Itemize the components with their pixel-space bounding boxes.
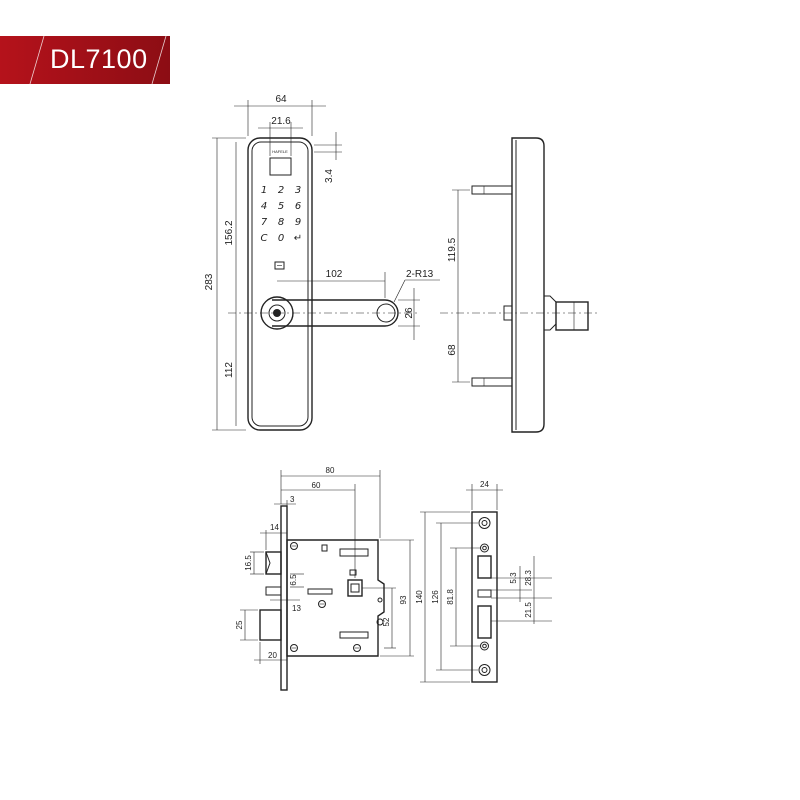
dim-faceplate-a: 5.3 [509,572,518,584]
dim-backset: 60 [312,481,321,490]
dim-lever-length: 102 [326,269,343,280]
dim-side-lower: 68 [447,344,458,356]
dim-small-gap: 6.5 [289,574,298,586]
keypad-key: 6 [295,201,301,212]
dim-mortise-depth: 80 [326,466,335,475]
display-window [269,157,292,176]
mortise-case [286,539,385,657]
keypad-key: 1 [261,185,267,196]
dim-slot-height: 81.8 [446,589,455,605]
key-cover [274,261,285,270]
dim-upper-height: 156.2 [224,220,235,245]
side-body [511,137,545,433]
keypad-key: 9 [295,217,301,228]
brand-label: HAFELE [272,149,288,154]
handle-body-inner [251,141,309,427]
lever-handle [272,299,399,327]
keypad-key: 4 [261,201,267,212]
dim-latch-height: 16.5 [244,555,253,571]
faceplate-outline [471,511,498,683]
dim-bolt-width: 14 [270,523,279,532]
dim-lever-width: 26 [404,307,415,319]
deadbolt-slot [477,605,492,639]
keypad-key: 5 [278,201,284,212]
dim-faceplate-b: 28.3 [524,570,533,586]
mortise-body-view: 80 60 3 14 16.5 6.5 13 25 20 [235,466,414,691]
keypad-key: ↵ [294,233,302,244]
title-banner [0,36,170,84]
handle-front-view: HAFELE 1 2 3 4 5 6 7 8 9 C 0 ↵ [204,94,440,431]
dim-gap-13: 13 [292,604,301,613]
dim-offset: 3 [290,495,295,504]
dim-faceplate-height: 140 [415,590,424,604]
keypad: 1 2 3 4 5 6 7 8 9 C 0 ↵ [261,185,303,244]
dim-faceplate-width: 24 [480,480,489,489]
dim-body-height: 93 [399,595,408,604]
handle-body-outline [247,137,313,431]
dim-spindle-to-cylinder: 52 [382,617,391,626]
side-lever-stub [555,301,589,331]
spindle-hub [347,579,363,597]
keypad-key: 7 [261,217,268,228]
dim-lever-radius: 2-R13 [406,269,434,280]
dim-faceplate-c: 21.5 [524,602,533,618]
dim-total-height: 283 [204,273,215,290]
dim-display-width: 21.6 [271,116,291,127]
dim-faceplate-body: 126 [431,590,440,604]
dim-width: 64 [275,94,287,105]
mount-post-top [471,185,513,195]
keypad-key: C [261,233,268,244]
mount-post-bottom [471,377,513,387]
deadbolt [259,609,282,641]
latch-slot [477,555,492,579]
lever-rose-inner [268,304,286,322]
dim-deadbolt-throw: 20 [268,651,277,660]
aux-slot [477,589,492,598]
product-title: DL7100 [50,44,148,74]
keypad-key: 0 [278,233,284,244]
mortise-faceplate [280,505,288,691]
keypad-key: 2 [278,185,284,196]
dim-deadbolt-height: 25 [235,620,244,629]
aux-latch [265,586,282,596]
latch-bolt [265,551,282,575]
dim-side-upper: 119.5 [447,237,458,262]
handle-side-view: 119.5 68 [440,137,600,433]
keypad-key: 3 [295,185,301,196]
dim-top-gap: 3.4 [324,169,335,183]
keypad-key: 8 [278,217,284,228]
faceplate-view: 24 140 126 81.8 5.3 28.3 21.5 [415,480,552,683]
dim-lower-height: 112 [224,362,235,378]
